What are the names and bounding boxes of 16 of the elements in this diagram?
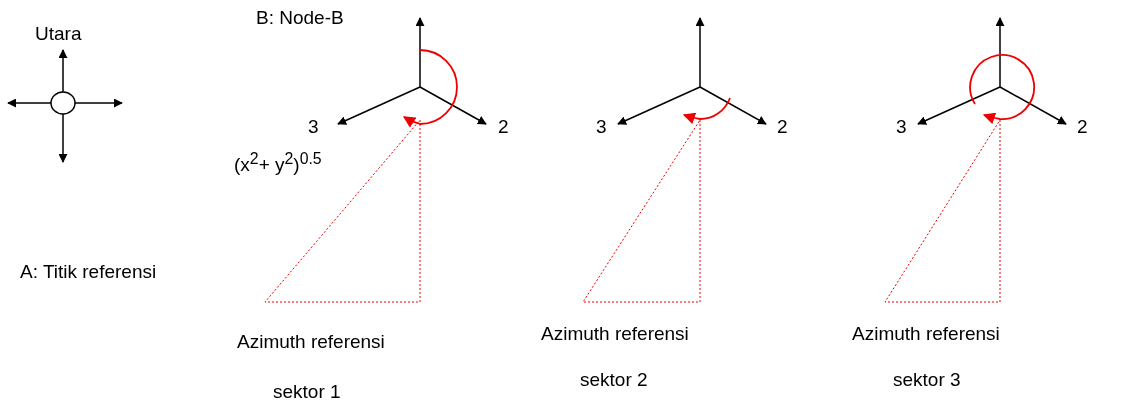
direction-label: Utara (35, 24, 82, 45)
azimuth-caption: Azimuth referensi (852, 324, 1000, 345)
sector-number: 3 (896, 117, 907, 138)
sector-number: 3 (596, 117, 607, 138)
sector-caption: sektor 3 (893, 370, 961, 391)
sector-number: 2 (777, 117, 788, 138)
sector-number: 2 (498, 117, 509, 138)
distance-formula: (x$^{2}$+ y$^{2}$)$^{0.5}$ (234, 150, 322, 177)
node-label: B: Node-B (256, 8, 344, 29)
sector-caption: sektor 2 (580, 370, 648, 391)
sector-caption: sektor 1 (273, 382, 341, 403)
sector-number: 3 (308, 117, 319, 138)
azimuth-caption: Azimuth referensi (541, 324, 689, 345)
reference-point-label: A: Titik referensi (20, 262, 157, 283)
sector-number: 2 (1077, 117, 1088, 138)
azimuth-caption: Azimuth referensi (237, 332, 385, 353)
